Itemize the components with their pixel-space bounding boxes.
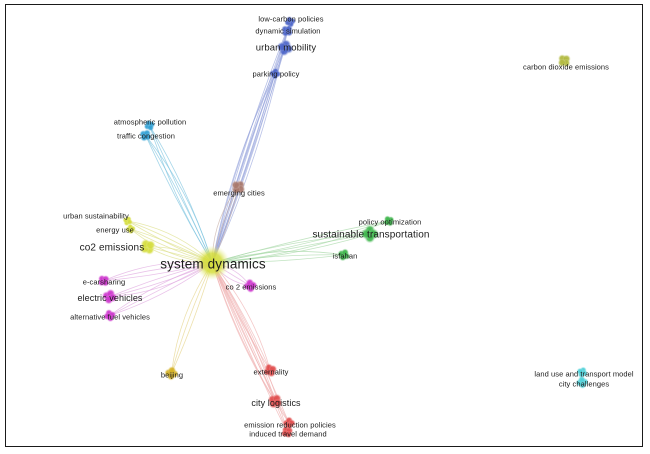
network-edge xyxy=(211,47,286,263)
network-node[interactable] xyxy=(273,398,283,408)
network-edge xyxy=(171,262,213,374)
network-edge xyxy=(211,30,288,263)
network-node[interactable] xyxy=(274,70,282,78)
network-edge xyxy=(171,262,213,374)
edge-layer xyxy=(103,21,389,433)
network-node[interactable] xyxy=(268,364,278,374)
network-node[interactable] xyxy=(104,295,114,305)
network-node[interactable] xyxy=(194,245,230,281)
network-node[interactable] xyxy=(167,366,177,375)
network-node[interactable] xyxy=(127,228,135,235)
network-node[interactable] xyxy=(285,16,293,24)
network-node[interactable] xyxy=(147,124,155,132)
network-edge xyxy=(211,262,288,433)
network-edge xyxy=(211,262,276,402)
network-edge xyxy=(211,21,291,263)
network-map-canvas[interactable] xyxy=(6,5,642,446)
network-node[interactable] xyxy=(145,239,156,251)
network-node[interactable] xyxy=(231,180,241,190)
network-edge xyxy=(211,73,276,263)
network-node[interactable] xyxy=(248,281,258,290)
network-node[interactable] xyxy=(557,58,567,67)
network-node[interactable] xyxy=(103,312,111,321)
network-edge xyxy=(171,262,213,374)
network-node[interactable] xyxy=(341,248,349,257)
network-node[interactable] xyxy=(383,215,391,223)
node-layer xyxy=(97,16,589,439)
network-node[interactable] xyxy=(101,278,110,287)
network-edge xyxy=(211,47,286,263)
network-node[interactable] xyxy=(360,228,372,240)
network-edge xyxy=(212,262,276,402)
network-edge xyxy=(211,73,276,263)
network-edge xyxy=(211,47,286,263)
network-edge xyxy=(212,262,288,433)
network-node[interactable] xyxy=(140,133,148,142)
network-edge xyxy=(211,262,288,433)
network-node[interactable] xyxy=(577,375,586,384)
network-node[interactable] xyxy=(126,218,133,226)
network-node[interactable] xyxy=(285,24,293,33)
network-node[interactable] xyxy=(276,41,287,52)
network-node[interactable] xyxy=(576,367,584,375)
network-edge xyxy=(211,73,276,263)
network-node[interactable] xyxy=(280,429,289,438)
